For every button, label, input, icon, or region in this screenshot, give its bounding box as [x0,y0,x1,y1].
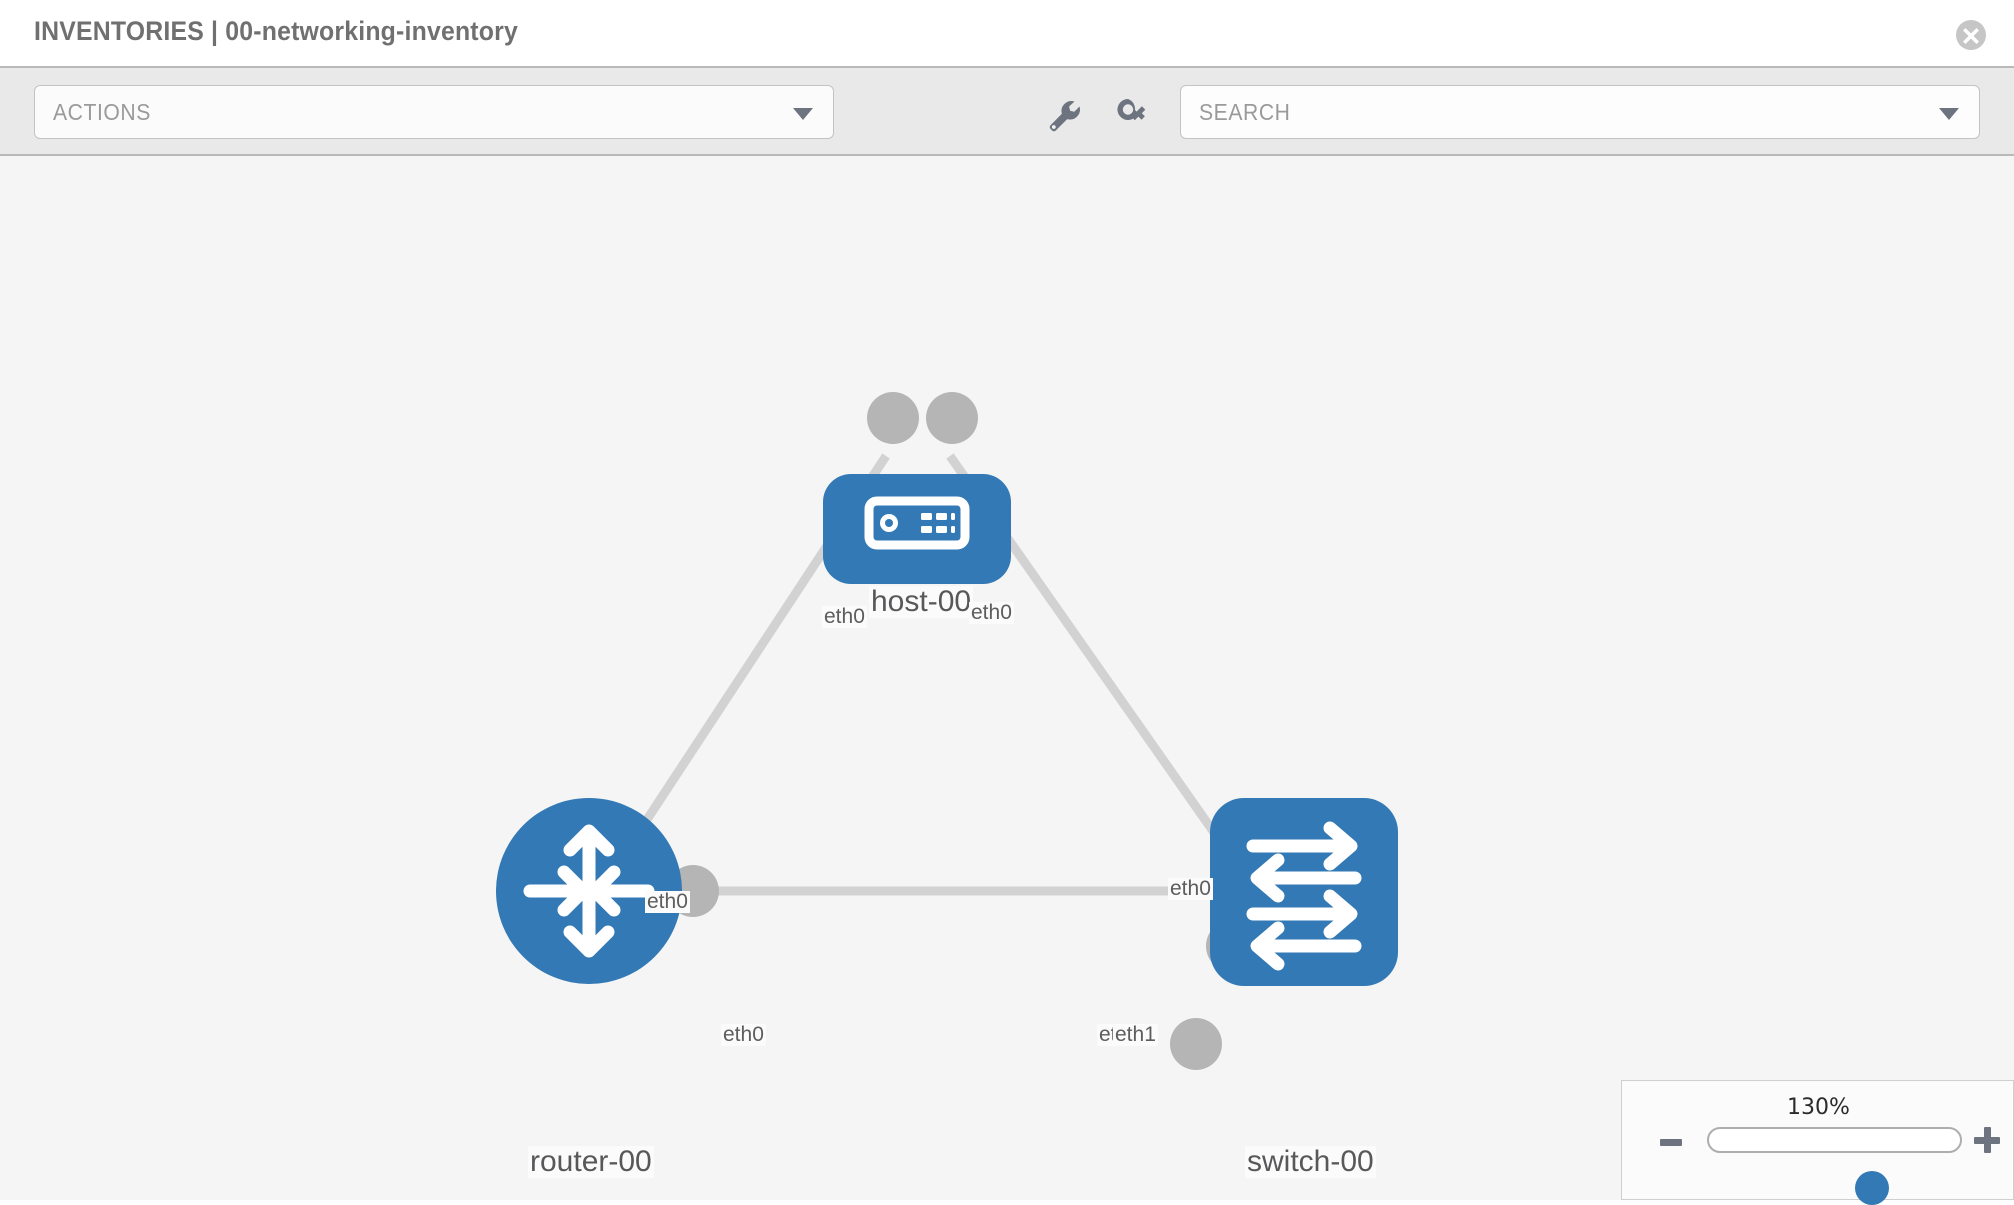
zoom-slider[interactable] [1707,1127,1962,1205]
zoom-slider-thumb[interactable] [1855,1171,1889,1205]
node-label-host-00: host-00 [869,585,974,618]
port-knob [926,392,978,444]
page-title: INVENTORIES | 00-networking-inventory [34,16,518,46]
node-label-switch-00: switch-00 [1245,1145,1376,1178]
node-label-router-00: router-00 [528,1145,654,1178]
close-icon[interactable] [1956,20,1986,50]
zoom-out-button[interactable] [1660,1139,1682,1146]
actions-dropdown-label: ACTIONS [53,99,151,125]
chevron-down-icon [793,108,813,120]
search-input[interactable]: SEARCH [1180,85,1980,139]
node-router-00 [496,798,682,984]
title-bar: INVENTORIES | 00-networking-inventory [0,0,2014,68]
port-label: eth0 [645,890,690,914]
port-label: eth0 [1168,877,1213,901]
switch-icon [1246,821,1362,971]
node-host-00 [823,474,1011,584]
toolbar: ACTIONS SEARCH [0,68,2014,156]
actions-dropdown[interactable]: ACTIONS [34,85,834,139]
port-label: eth0 [822,605,867,629]
zoom-in-button[interactable] [1974,1127,2000,1153]
server-icon [864,496,970,550]
key-icon[interactable] [1112,94,1152,134]
topology-canvas[interactable]: host-00 router-00 switch-00 eth0 eth0 et… [0,156,2014,1200]
port-label: eth0 [721,1023,766,1047]
search-placeholder: SEARCH [1199,99,1291,125]
port-label: eth1 [1113,1023,1158,1047]
chevron-down-icon[interactable] [1939,108,1959,120]
router-icon [523,824,655,958]
port-knob [867,392,919,444]
zoom-control-panel: 130% [1621,1080,2014,1205]
port-label: eth0 [969,601,1014,625]
wrench-icon[interactable] [1043,94,1083,134]
zoom-percent-label: 130% [1787,1095,1850,1120]
node-switch-00 [1210,798,1398,986]
port-knob [1170,1018,1222,1070]
topology-graph [496,392,1398,1070]
